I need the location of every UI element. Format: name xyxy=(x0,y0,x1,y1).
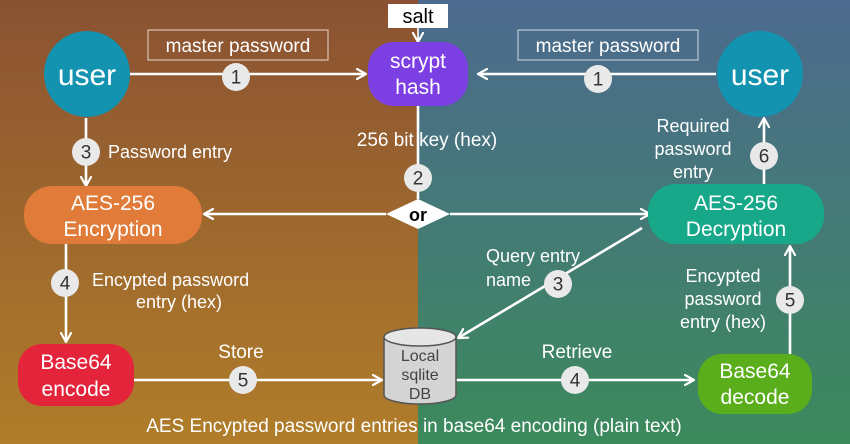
master-password-right-box xyxy=(517,29,699,61)
master-password-left-label: master password xyxy=(166,36,311,57)
aes-decryption-label-line1: AES-256 xyxy=(694,192,778,215)
encrypted-right-line2: password xyxy=(684,289,761,309)
scrypt-hash-node xyxy=(368,42,468,106)
salt-box xyxy=(388,4,448,28)
step-badge-4-left: 4 xyxy=(51,269,79,297)
required-password-entry-line3: entry xyxy=(673,162,713,182)
step-badge-2: 2 xyxy=(404,164,432,192)
encrypted-right-line1: Encypted xyxy=(685,266,760,286)
caption-text: AES Encypted password entries in base64 … xyxy=(146,416,681,437)
required-password-entry-line1: Required xyxy=(656,116,729,136)
base64-decode-node xyxy=(698,354,812,414)
user-right-node xyxy=(717,31,803,117)
required-password-entry-line2: password xyxy=(654,139,731,159)
base64-encode-label-line1: Base64 xyxy=(40,351,112,374)
step-badge-4-right: 4 xyxy=(561,366,589,394)
aes-encryption-label-line1: AES-256 xyxy=(71,192,155,215)
or-label: or xyxy=(409,205,427,225)
step-badge-3-right: 3 xyxy=(544,270,572,298)
db-label-line2: sqlite xyxy=(401,367,438,384)
db-label-line1: Local xyxy=(401,348,439,365)
store-label: Store xyxy=(218,342,263,363)
or-diamond xyxy=(386,199,450,229)
encrypted-right-line3: entry (hex) xyxy=(680,312,766,332)
password-entry-label: Password entry xyxy=(108,142,232,162)
aes-decryption-label-line2: Decryption xyxy=(686,218,786,241)
svg-text:4: 4 xyxy=(570,371,581,392)
base64-encode-label-line2: encode xyxy=(42,378,111,401)
query-entry-name-line1: Query entry xyxy=(486,246,580,266)
svg-text:2: 2 xyxy=(413,169,424,190)
retrieve-label: Retrieve xyxy=(542,342,613,363)
step-badge-3-left: 3 xyxy=(72,138,100,166)
master-password-left-box xyxy=(147,29,329,61)
aes-encryption-label-line2: Encryption xyxy=(63,218,162,241)
key-hex-label: 256 bit key (hex) xyxy=(357,130,497,151)
svg-text:6: 6 xyxy=(759,147,770,168)
svg-text:1: 1 xyxy=(231,68,242,89)
user-right-label: user xyxy=(731,59,789,92)
svg-text:3: 3 xyxy=(553,275,564,296)
query-entry-name-line2: name xyxy=(486,270,531,290)
svg-text:4: 4 xyxy=(60,274,71,295)
svg-text:3: 3 xyxy=(81,143,92,164)
base64-decode-label-line2: decode xyxy=(721,386,790,409)
database-icon xyxy=(383,327,457,405)
scrypt-label-line2: hash xyxy=(395,76,441,99)
encrypted-left-line1: Encypted password xyxy=(92,270,249,290)
base64-decode-label-line1: Base64 xyxy=(719,360,791,383)
step-badge-1-right: 1 xyxy=(584,65,612,93)
svg-text:5: 5 xyxy=(238,371,249,392)
step-badge-5-left: 5 xyxy=(229,366,257,394)
encrypted-left-line2: entry (hex) xyxy=(136,292,222,312)
aes-encryption-node xyxy=(24,186,202,244)
scrypt-label-line1: scrypt xyxy=(390,50,446,73)
svg-text:5: 5 xyxy=(785,291,796,312)
step-badge-1-left: 1 xyxy=(222,63,250,91)
master-password-right-label: master password xyxy=(536,36,681,57)
db-label-line3: DB xyxy=(409,386,431,403)
svg-text:1: 1 xyxy=(593,70,604,91)
salt-label: salt xyxy=(402,6,434,28)
base64-encode-node xyxy=(18,344,134,406)
user-left-node xyxy=(44,31,130,117)
step-badge-6: 6 xyxy=(750,142,778,170)
step-badge-5-right: 5 xyxy=(776,286,804,314)
aes-decryption-node xyxy=(648,184,824,244)
user-left-label: user xyxy=(58,59,116,92)
